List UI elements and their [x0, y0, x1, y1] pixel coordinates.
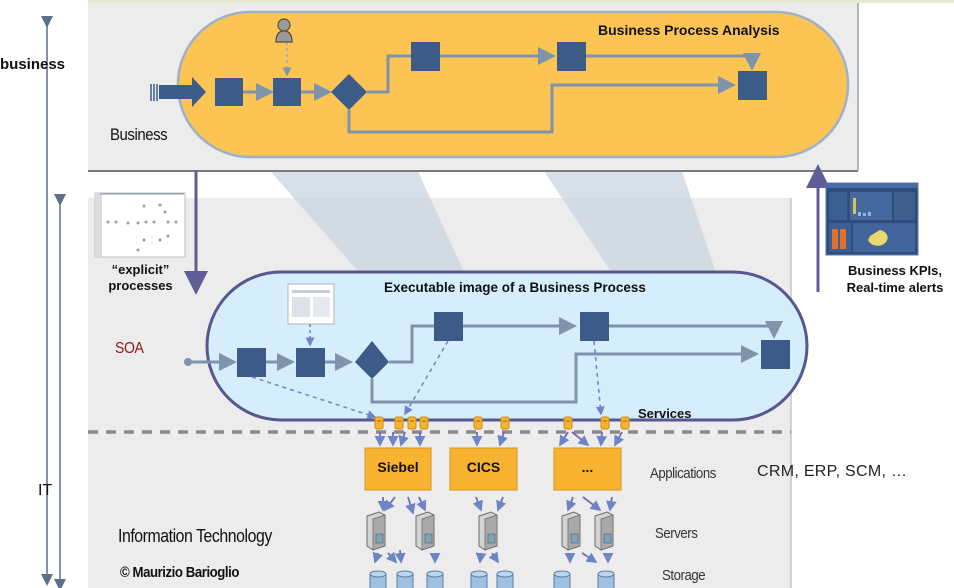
process-model-thumbnail — [94, 192, 186, 258]
storage-icon — [470, 570, 488, 588]
business-flow — [150, 42, 767, 134]
storage-icon — [369, 570, 387, 588]
task-box — [215, 78, 243, 106]
service-connector-icon — [419, 416, 429, 430]
executable-model-thumbnail — [287, 283, 335, 325]
app-box-siebel — [364, 447, 432, 491]
service-connector-icon — [374, 416, 384, 430]
task-box — [296, 348, 325, 377]
copyright: © Maurizio Barioglio — [120, 564, 240, 581]
kpi-dashboard-thumbnail — [825, 182, 919, 256]
top-strip — [88, 0, 954, 3]
soa-pool-title: Executable image of a Business Process — [384, 280, 646, 295]
business-corner-label: Business — [110, 125, 168, 144]
explicit-processes-line1: “explicit” — [111, 262, 170, 277]
projection-shadow-1 — [265, 165, 470, 285]
business-pool-title: Business Process Analysis — [598, 22, 780, 38]
service-connector-icon — [500, 416, 510, 430]
storage-icon — [426, 570, 444, 588]
task-box — [738, 71, 767, 100]
service-connectors — [374, 416, 630, 430]
service-connector-icon — [600, 416, 610, 430]
service-connector-icon — [473, 416, 483, 430]
task-box — [411, 42, 440, 71]
task-box — [580, 312, 609, 341]
projection-shadow-2 — [540, 165, 720, 285]
gateway-diamond — [355, 341, 389, 379]
server-icon — [478, 511, 498, 551]
applications-layer — [364, 447, 622, 491]
app-box-cics — [449, 447, 518, 491]
kpi-line2: Real-time alerts — [846, 280, 944, 295]
storage-icon — [396, 570, 414, 588]
service-connector-icon — [407, 416, 417, 430]
server-icon — [415, 511, 435, 551]
applications-note: CRM, ERP, SCM, … — [757, 463, 908, 480]
server-icon — [366, 511, 386, 551]
kpi-caption: Business KPIs, Real-time alerts — [836, 262, 954, 296]
connection-arrows — [372, 431, 625, 564]
task-box — [273, 78, 301, 106]
business-process-pool — [176, 10, 850, 159]
servers-row-label: Servers — [655, 525, 698, 542]
service-connector-icon — [394, 416, 404, 430]
storage-layer — [369, 570, 615, 588]
app-label-other: ... — [581, 459, 594, 475]
servers-layer — [366, 511, 614, 551]
service-connector-icon — [563, 416, 573, 430]
soa-corner-label: SOA — [115, 340, 144, 357]
task-box — [761, 340, 790, 369]
business-axis-label: business — [0, 56, 66, 73]
it-axis-label: IT — [38, 482, 53, 499]
soa-flow — [184, 312, 790, 419]
task-box — [237, 348, 266, 377]
app-label-cics: CICS — [466, 459, 501, 475]
storage-icon — [597, 570, 615, 588]
services-label: Services — [638, 406, 692, 421]
explicit-processes-line2: processes — [108, 278, 173, 293]
task-box — [434, 312, 463, 341]
task-box — [557, 42, 586, 71]
server-icon — [594, 511, 614, 551]
app-box-other — [553, 447, 622, 491]
kpi-line1: Business KPIs, — [848, 263, 942, 278]
app-label-siebel: Siebel — [377, 459, 419, 475]
gateway-diamond — [331, 74, 367, 110]
it-section-label: Information Technology — [118, 526, 272, 546]
explicit-processes-caption: “explicit” processes — [93, 262, 188, 294]
start-arrow-icon — [159, 77, 206, 107]
storage-row-label: Storage — [662, 567, 706, 584]
storage-icon — [496, 570, 514, 588]
server-icon — [561, 511, 581, 551]
person-icon — [275, 18, 293, 43]
applications-row-label: Applications — [650, 465, 716, 482]
storage-icon — [553, 570, 571, 588]
service-connector-icon — [620, 416, 630, 430]
